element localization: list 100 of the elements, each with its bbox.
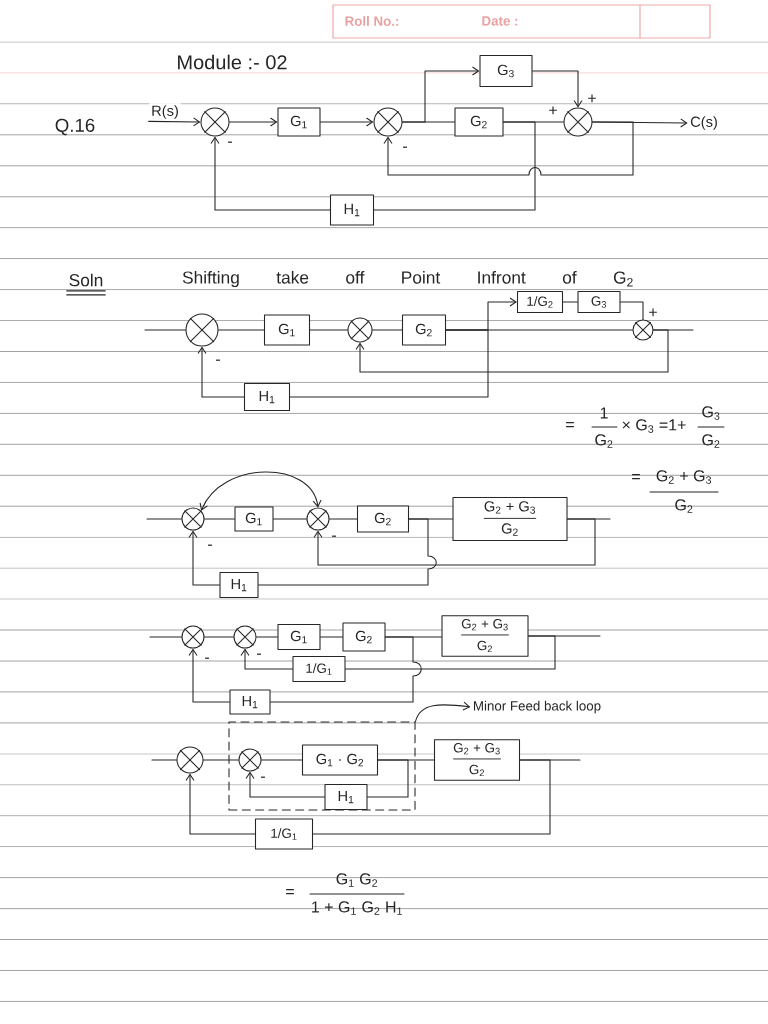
arrow [188, 648, 230, 703]
sign-label: + [588, 94, 596, 103]
connector-line [256, 636, 278, 638]
connector-line [373, 121, 536, 211]
equation-text: G$_{2}$ [675, 499, 693, 513]
connector-line [309, 329, 348, 331]
sign-label: - [403, 146, 407, 148]
arrow [148, 117, 201, 127]
arrow [197, 346, 245, 398]
arrow [229, 117, 278, 127]
block-box: G$_{2}$ + G$_{3}$ G$_{2}$ [441, 615, 529, 657]
connector-line [312, 759, 551, 835]
sign-label: + [549, 106, 557, 115]
block-box: G$_{1}$ [277, 107, 321, 137]
block-box: G$_{2}$ [454, 107, 504, 137]
block-box: H$_{1}$ [219, 571, 259, 599]
connector-line [562, 301, 578, 303]
arrow [320, 117, 374, 127]
connector-line [144, 329, 186, 331]
block-box: 1/G$_{1}$ [254, 818, 314, 850]
connector-line [273, 518, 307, 520]
arrow [355, 329, 669, 373]
arrow [245, 771, 325, 798]
block-box: H$_{1}$ [229, 689, 271, 715]
arrow [313, 518, 596, 566]
equation-text: G$_{3}$ [702, 406, 720, 420]
equation-text: G$_{1}$ G$_{2}$ [336, 873, 378, 887]
block-box: H$_{1}$ [324, 783, 368, 811]
field-label: Date : [482, 16, 518, 26]
connector-line [151, 759, 177, 761]
summing-junction [185, 313, 219, 347]
signal-label: R(s) [149, 103, 181, 121]
summing-junction [233, 625, 257, 649]
summing-junction [563, 107, 593, 137]
title: Module :- 02 [178, 54, 287, 70]
summing-junction [176, 746, 204, 774]
connector-line [149, 636, 182, 638]
block-box: 1/G$_{2}$ [516, 290, 564, 314]
connector-line [329, 518, 358, 520]
summing-junction [347, 317, 373, 343]
block-box: H$_{1}$ [329, 194, 375, 226]
annotation-text: Minor Feed back loop [470, 698, 604, 716]
connector-line [289, 329, 489, 398]
block-box: G$_{2}$ [356, 505, 410, 533]
curved-arrow [199, 471, 322, 511]
summing-junction [306, 507, 330, 531]
connector-line [270, 636, 422, 703]
block-box: H$_{1}$ [243, 382, 291, 412]
connector-line [146, 518, 182, 520]
connector-line [320, 636, 343, 638]
block-box: G$_{1}$ · G$_{2}$ [301, 744, 379, 776]
arrow [383, 121, 634, 176]
block-box: 1/G$_{1}$ [292, 655, 346, 683]
sign-label: - [208, 544, 212, 546]
field-label: Roll No.: [345, 16, 399, 26]
equation-text: = [566, 422, 574, 428]
equation-text: = [286, 889, 294, 895]
block-box: G$_{2}$ + G$_{3}$ G$_{2}$ [452, 496, 568, 542]
arrow [532, 70, 583, 108]
connector-line [204, 518, 235, 520]
block-box: G$_{3}$ [479, 54, 533, 88]
summing-junction [200, 107, 230, 137]
connector-line [372, 329, 403, 331]
summing-junction [373, 107, 403, 137]
equation-text: G$_{2}$ + G$_{3}$ [656, 470, 712, 484]
equation-text: × G$_{3}$ =1+ [622, 419, 686, 433]
sign-label: - [261, 776, 265, 778]
summing-junction [632, 319, 654, 341]
block-box: G$_{2}$ [401, 314, 447, 346]
block-box: G$_{1}$ [277, 623, 321, 651]
equation-text: = [632, 474, 640, 480]
sign-label: - [257, 653, 261, 655]
arrow [402, 66, 480, 123]
sign-label: - [216, 359, 220, 361]
block-box: G$_{3}$ [577, 290, 621, 314]
sign-label: - [205, 657, 209, 659]
equation-text: 1 + G$_{1}$ G$_{2}$ H$_{1}$ [312, 901, 402, 915]
block-box: G$_{1}$ [234, 506, 274, 532]
dashed-boundary [228, 721, 416, 811]
block-box: G$_{1}$ [263, 314, 311, 346]
summing-junction [181, 625, 205, 649]
solution-heading: Soln [66, 273, 106, 296]
arrow [240, 648, 293, 670]
sign-label: - [228, 141, 232, 143]
leader-arrow [415, 701, 471, 722]
block-box: G$_{2}$ [342, 622, 386, 652]
connector-line [620, 301, 644, 320]
block-box: G$_{2}$ + G$_{3}$ G$_{2}$ [433, 739, 521, 781]
equation-text: G$_{2}$ [595, 434, 613, 448]
sign-label: + [649, 308, 657, 317]
connector-line [345, 635, 556, 670]
equation-text: 1 [600, 407, 608, 419]
arrow [185, 773, 256, 835]
equation-text: G$_{2}$ [702, 434, 720, 448]
arrow [188, 530, 220, 586]
connector-line [258, 518, 437, 586]
summing-junction [181, 507, 205, 531]
connector-line [261, 759, 303, 761]
arrow [210, 136, 331, 211]
signal-label: C(s) [688, 114, 720, 132]
